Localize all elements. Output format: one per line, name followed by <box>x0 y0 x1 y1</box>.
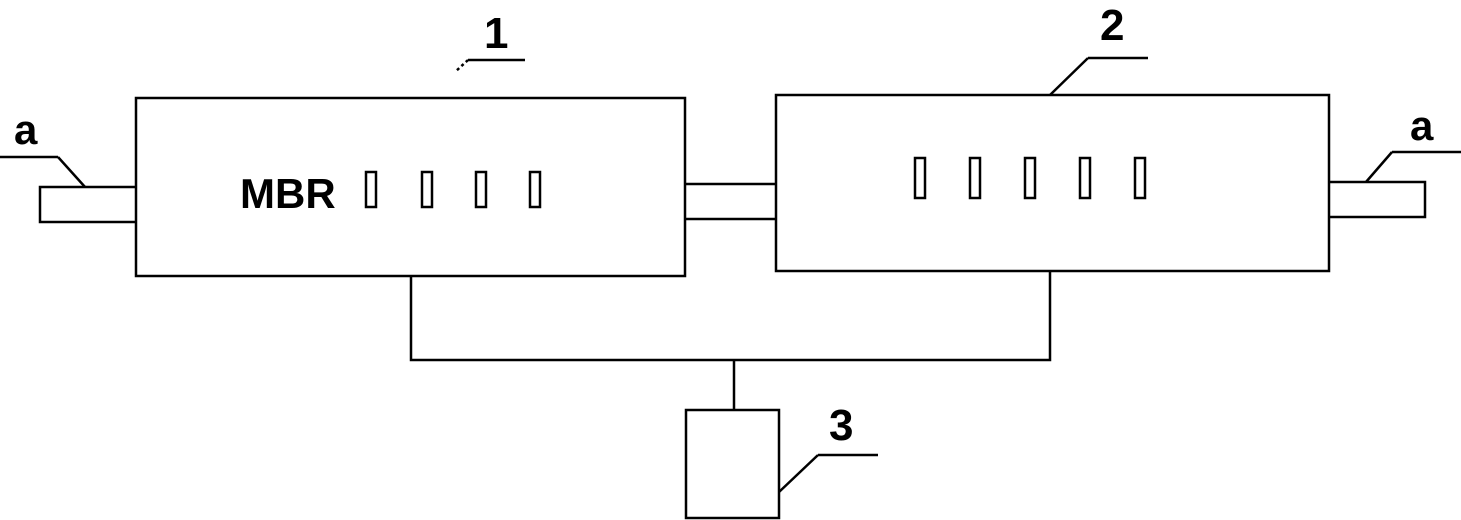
unit-2-slot <box>913 156 927 200</box>
unit-1-leader-tick <box>454 59 469 73</box>
unit-2-slot <box>1023 156 1037 200</box>
unit-1-box <box>134 96 687 278</box>
unit-1-slot <box>474 170 488 209</box>
unit-2-box <box>774 93 1331 273</box>
unit-2-slot <box>1078 156 1092 200</box>
unit-1-slot <box>528 170 542 209</box>
inlet-label: a <box>14 106 38 153</box>
inlet-leader-diagonal <box>57 156 86 188</box>
unit-1-text: MBR <box>240 170 336 217</box>
unit-1-slot <box>364 170 378 209</box>
unit-2-slot <box>968 156 982 200</box>
connecting-pipe <box>682 182 780 221</box>
inlet-pipe <box>38 185 140 224</box>
unit-1-slot <box>420 170 434 209</box>
outlet-label: a <box>1410 102 1434 149</box>
unit-3-box <box>684 408 781 520</box>
unit-2-leader-diagonal <box>1049 57 1089 96</box>
unit-3-leader-diagonal <box>778 454 819 493</box>
outlet-leader-diagonal <box>1365 151 1393 183</box>
unit-1-number: 1 <box>484 9 508 58</box>
unit-2-number: 2 <box>1100 1 1124 50</box>
control-line <box>409 271 1052 362</box>
unit-2-slot <box>1133 156 1147 200</box>
unit-3-number: 3 <box>829 401 853 450</box>
outlet-pipe <box>1325 180 1427 219</box>
